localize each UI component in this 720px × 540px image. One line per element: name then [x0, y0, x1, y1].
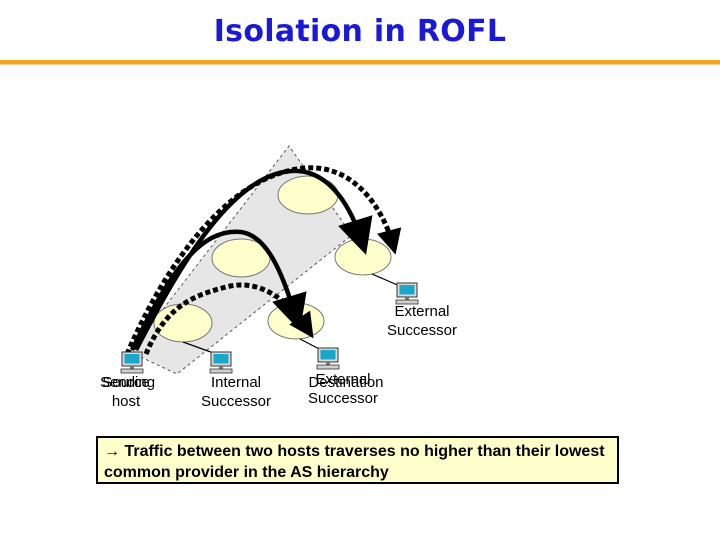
label-external-successor-bottom: External Successor [307, 371, 379, 407]
title-underline-shadow [0, 64, 720, 65]
label-source: Source [102, 374, 150, 391]
as-node-right [334, 238, 392, 276]
route-path-solid [129, 229, 307, 351]
callout-box: → Traffic between two hosts traverses no… [96, 436, 619, 484]
label-sending-host: Sending host [100, 374, 156, 410]
label-destination: Destination [308, 374, 384, 391]
title-underline [0, 60, 720, 64]
route-path-dashed [143, 282, 314, 355]
computer-icon [316, 347, 340, 370]
page-title: Isolation in ROFL [213, 14, 507, 49]
computer-icon [120, 351, 144, 374]
as-node-bottom-middle [267, 302, 325, 340]
computer-icon [209, 351, 233, 374]
computer-icon [395, 282, 419, 305]
label-external-successor-top: External Successor [386, 303, 458, 339]
route-path-solid [134, 168, 373, 352]
route-path-dashed [124, 165, 402, 355]
label-internal-successor: Internal Successor [200, 374, 272, 410]
